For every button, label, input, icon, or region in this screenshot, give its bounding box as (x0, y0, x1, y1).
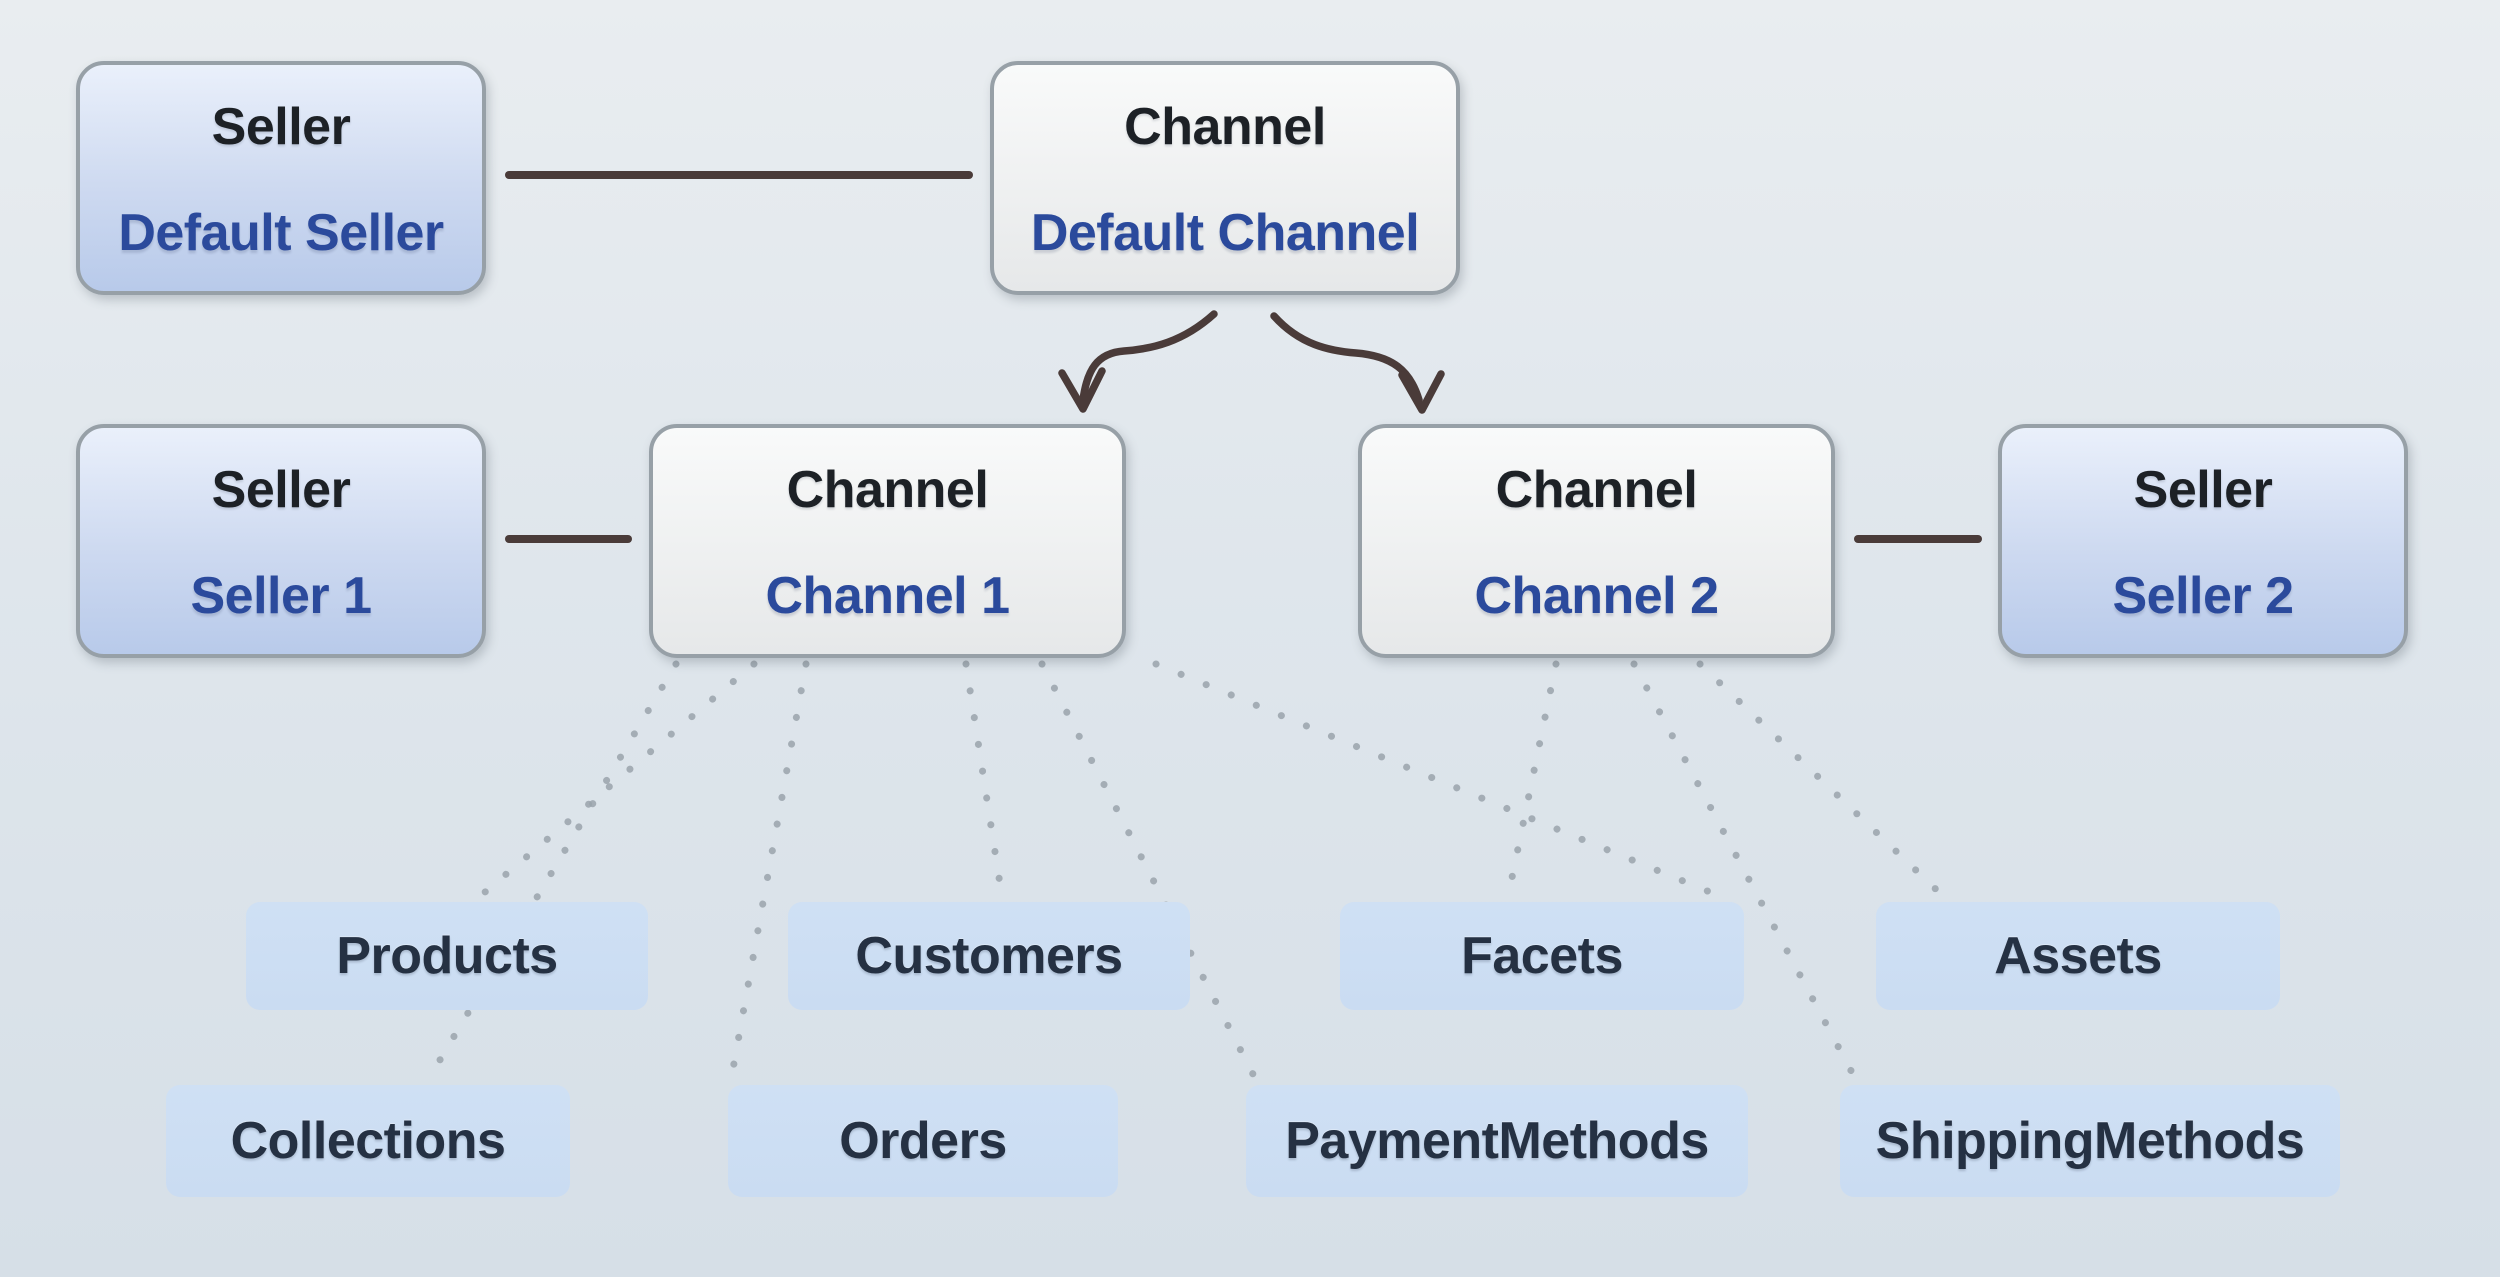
edge-channel-1-customers (962, 660, 1006, 901)
entity-label: Assets (1994, 927, 2162, 985)
arrow-default-channel-to-channel-1 (1079, 310, 1218, 404)
node-name-label: Seller 1 (190, 567, 372, 625)
entity-shippingmethods: ShippingMethods (1840, 1085, 2340, 1197)
edge-channel-2-shippingmethods (1630, 660, 1860, 1084)
entity-paymentmethods: PaymentMethods (1246, 1085, 1748, 1197)
node-seller-2: Seller Seller 2 (1998, 424, 2408, 658)
dotted-edges (424, 660, 1948, 1084)
edge-channel-1-facets (1152, 660, 1726, 901)
node-type-label: Seller (2133, 461, 2273, 519)
entity-facets: Facets (1340, 902, 1744, 1010)
entity-orders: Orders (728, 1085, 1118, 1197)
edge-channel-1-paymentmethods (1038, 660, 1260, 1084)
node-name-label: Seller 2 (2112, 567, 2294, 625)
entity-label: ShippingMethods (1875, 1112, 2305, 1170)
node-type-label: Channel (1124, 98, 1326, 156)
arrow-default-channel-to-channel-2 (1270, 312, 1423, 404)
edge-channel-2-facets (1504, 660, 1560, 901)
entity-label: Collections (230, 1112, 506, 1170)
entity-collections: Collections (166, 1085, 570, 1197)
edge-channel-1-collections (424, 660, 680, 1084)
node-channel-2: Channel Channel 2 (1358, 424, 1835, 658)
entity-products: Products (246, 902, 648, 1010)
entity-label: Customers (855, 927, 1123, 985)
entity-assets: Assets (1876, 902, 2280, 1010)
entity-label: Orders (839, 1112, 1007, 1170)
edge-channel-1-products (474, 660, 758, 902)
edge-channel-1-orders (727, 660, 810, 1084)
node-default-channel: Channel Default Channel (990, 61, 1460, 295)
node-name-label: Channel 2 (1474, 567, 1720, 625)
entity-customers: Customers (788, 902, 1190, 1010)
node-name-label: Default Channel (1030, 204, 1420, 262)
entity-label: Products (336, 927, 558, 985)
node-type-label: Seller (211, 461, 351, 519)
node-type-label: Channel (786, 461, 989, 519)
arrowhead-channel-1-icon (1058, 367, 1106, 413)
node-channel-1: Channel Channel 1 (649, 424, 1126, 658)
entity-label: PaymentMethods (1285, 1112, 1709, 1170)
node-type-label: Channel (1495, 461, 1698, 519)
node-name-label: Default Seller (118, 204, 444, 262)
node-default-seller: Seller Default Seller (76, 61, 486, 295)
node-seller-1: Seller Seller 1 (76, 424, 486, 658)
edge-channel-2-assets (1696, 660, 1948, 901)
entity-label: Facets (1461, 927, 1623, 985)
node-name-label: Channel 1 (765, 567, 1011, 625)
arrowhead-channel-2-icon (1398, 370, 1445, 414)
node-type-label: Seller (211, 98, 351, 156)
